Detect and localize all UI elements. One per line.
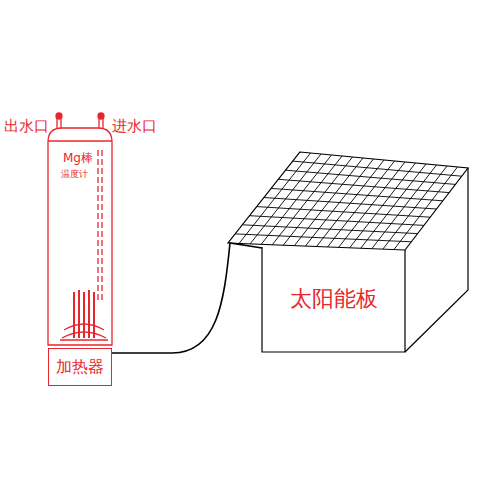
panel-grid-line <box>264 198 437 210</box>
panel-grid-line <box>293 161 462 176</box>
heater-box: 加热器 <box>48 348 112 386</box>
panel-grid-line <box>271 188 443 200</box>
thermometer-label: 温度计 <box>61 170 88 180</box>
node-label: 太阳能板 <box>290 287 378 311</box>
panel-grid-line <box>235 234 411 242</box>
panel-grid-line <box>250 216 424 226</box>
panel-grid-line <box>242 225 417 234</box>
outlet-label: 出水口 <box>4 118 49 135</box>
cable-connector <box>112 243 262 353</box>
water-heater-tank <box>48 113 112 345</box>
inlet-label: 进水口 <box>112 118 157 135</box>
solar-panel-house <box>228 152 468 352</box>
mg-rod-label: Mg棒 <box>63 152 93 165</box>
panel-grid-line <box>257 207 430 218</box>
node-label: 加热器 <box>56 358 104 376</box>
solar-panel-box: 太阳能板 <box>262 247 405 352</box>
